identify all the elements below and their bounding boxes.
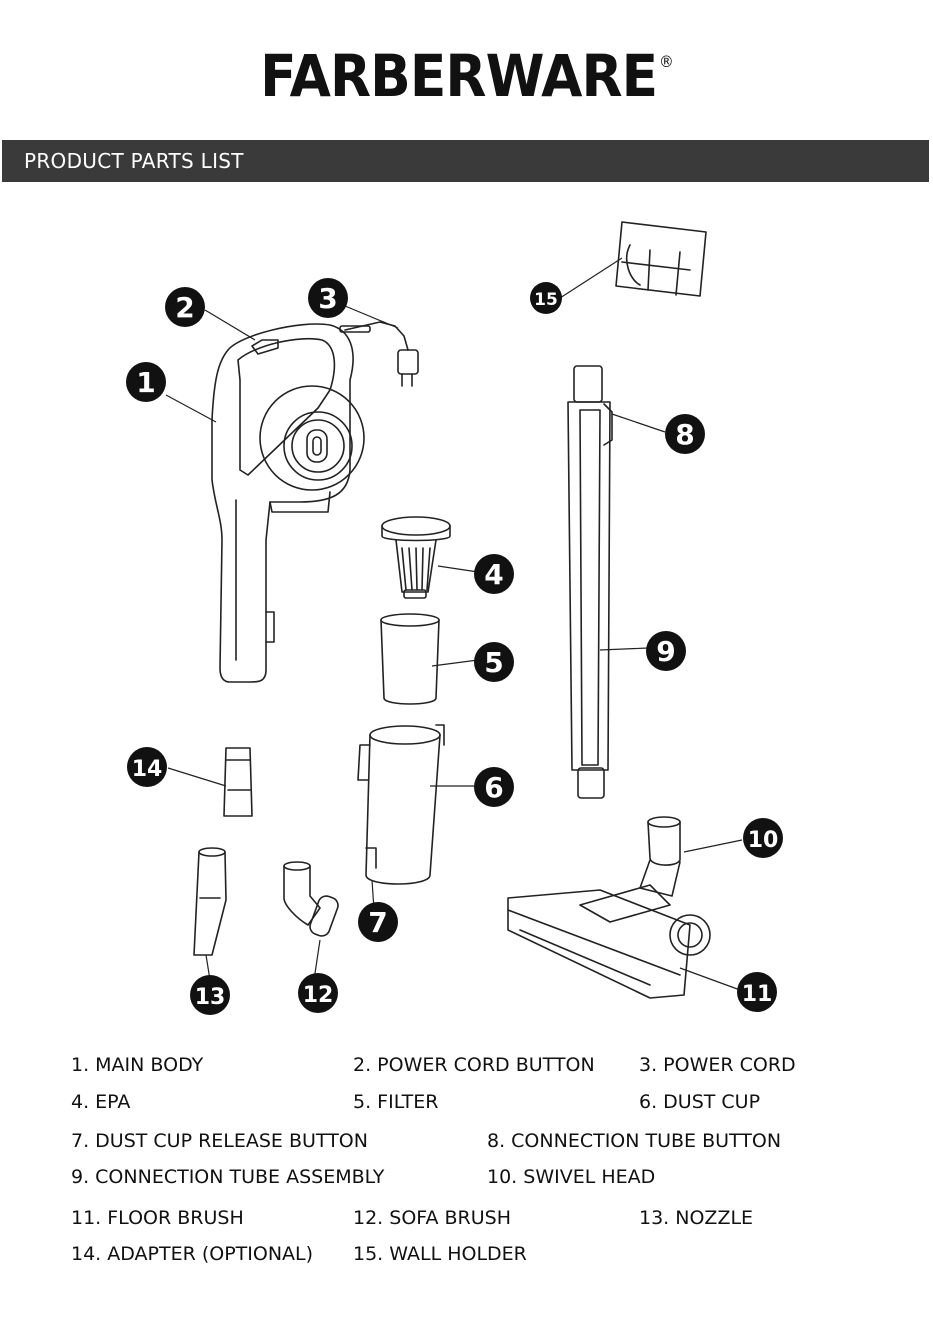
wall-holder-drawing — [615, 221, 707, 297]
part-item-dust-cup-release-button: 7. DUST CUP RELEASE BUTTON — [71, 1130, 368, 1152]
part-item-dust-cup: 6. DUST CUP — [639, 1091, 761, 1113]
connection-tube-drawing — [567, 365, 613, 799]
callout-3: 3 — [308, 278, 348, 318]
svg-text:7: 7 — [368, 906, 387, 939]
callout-9: 9 — [646, 631, 686, 671]
part-item-wall-holder: 15. WALL HOLDER — [353, 1243, 527, 1265]
part-item-sofa-brush: 12. SOFA BRUSH — [353, 1207, 511, 1229]
callout-8: 8 — [665, 414, 705, 454]
callout-10: 10 — [743, 818, 783, 858]
svg-text:11: 11 — [742, 982, 773, 1007]
svg-text:13: 13 — [195, 985, 226, 1010]
callout-15: 15 — [530, 282, 562, 314]
part-item-filter: 5. FILTER — [353, 1091, 439, 1113]
adapter-drawing — [223, 747, 253, 817]
registered-mark: ® — [659, 52, 674, 71]
svg-text:8: 8 — [675, 418, 694, 451]
brand-logo: FARBERWARE® — [37, 42, 895, 110]
dust-cup-drawing — [357, 724, 445, 885]
part-item-power-cord-button: 2. POWER CORD BUTTON — [353, 1054, 595, 1076]
part-item-connection-tube-button: 8. CONNECTION TUBE BUTTON — [487, 1130, 782, 1152]
main-body-drawing — [211, 323, 365, 683]
callout-1: 1 — [126, 362, 166, 402]
part-item-adapter: 14. ADAPTER (OPTIONAL) — [71, 1243, 314, 1265]
callout-12: 12 — [298, 973, 338, 1013]
svg-text:5: 5 — [484, 646, 503, 679]
svg-text:3: 3 — [318, 282, 337, 315]
callout-11: 11 — [737, 972, 777, 1012]
callout-2: 2 — [165, 287, 205, 327]
svg-text:14: 14 — [132, 757, 163, 782]
nozzle-drawing — [193, 847, 227, 956]
callout-14: 14 — [127, 747, 167, 787]
svg-text:15: 15 — [534, 290, 558, 310]
sofa-brush-drawing — [283, 861, 339, 937]
callout-7: 7 — [358, 902, 398, 942]
part-item-epa: 4. EPA — [71, 1091, 131, 1113]
parts-diagram: 1 2 3 4 5 6 7 8 9 10 11 12 13 14 15 — [126, 221, 783, 1015]
power-cord-drawing — [339, 321, 419, 387]
svg-text:1: 1 — [136, 366, 155, 399]
callout-5: 5 — [474, 642, 514, 682]
filter-drawing — [380, 613, 440, 705]
svg-text:10: 10 — [748, 828, 779, 853]
callout-13: 13 — [190, 975, 230, 1015]
part-item-main-body: 1. MAIN BODY — [71, 1054, 204, 1076]
part-item-swivel-head: 10. SWIVEL HEAD — [487, 1166, 656, 1188]
svg-text:4: 4 — [484, 558, 503, 591]
section-title: PRODUCT PARTS LIST — [24, 149, 244, 173]
svg-text:2: 2 — [175, 291, 194, 324]
svg-text:12: 12 — [303, 983, 334, 1008]
part-item-power-cord: 3. POWER CORD — [639, 1054, 796, 1076]
section-header: PRODUCT PARTS LIST — [2, 140, 929, 182]
part-item-connection-tube-assembly: 9. CONNECTION TUBE ASSEMBLY — [71, 1166, 385, 1188]
callout-4: 4 — [474, 554, 514, 594]
epa-drawing — [381, 516, 451, 599]
brand-name: FARBERWARE — [260, 42, 658, 110]
svg-text:9: 9 — [656, 635, 675, 668]
svg-text:6: 6 — [484, 771, 503, 804]
part-item-nozzle: 13. NOZZLE — [639, 1207, 754, 1229]
part-item-floor-brush: 11. FLOOR BRUSH — [71, 1207, 244, 1229]
callout-6: 6 — [474, 767, 514, 807]
floor-brush-drawing — [507, 816, 711, 999]
